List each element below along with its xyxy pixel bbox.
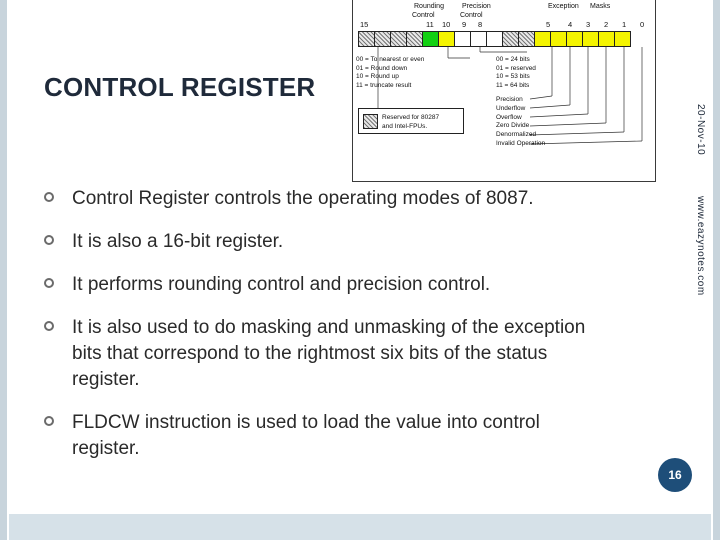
diagram-frame (352, 0, 656, 182)
bit-label-9: 9 (462, 20, 467, 29)
label-precision-control: Control (460, 12, 483, 19)
bullet-list: Control Register controls the operating … (30, 186, 600, 479)
bullet-marker-icon (44, 235, 54, 245)
list-item: It performs rounding control and precisi… (30, 272, 600, 298)
exception-names-list: Precision Underflow Overflow Zero Divide… (496, 96, 546, 147)
register-cell (614, 31, 631, 47)
bit-label-5: 5 (546, 20, 551, 29)
right-border-inner (711, 0, 713, 540)
list-item-text: It performs rounding control and precisi… (72, 274, 491, 295)
bullet-marker-icon (44, 192, 54, 202)
bit-label-8: 8 (478, 20, 483, 29)
rounding-control-legend: 00 = To nearest or even 01 = Round down … (356, 56, 425, 89)
bit-label-1: 1 (622, 20, 627, 29)
page-title: CONTROL REGISTER (44, 72, 316, 102)
bit-label-0: 0 (640, 20, 645, 29)
register-cell (406, 31, 423, 47)
bit-label-11: 11 (426, 20, 434, 29)
bit-label-10: 10 (442, 20, 451, 29)
bullet-marker-icon (44, 321, 54, 331)
list-item: It is also a 16-bit register. (30, 229, 600, 255)
list-item: Control Register controls the operating … (30, 186, 600, 212)
bottom-band-line (9, 512, 711, 514)
list-item-text: It is also a 16-bit register. (72, 231, 284, 252)
label-masks: Masks (590, 3, 611, 10)
register-bit-row (358, 31, 631, 47)
page-number-badge: 16 (658, 458, 692, 492)
bit-label-4: 4 (568, 20, 573, 29)
bit-label-3: 3 (586, 20, 591, 29)
left-border-inner (7, 0, 9, 540)
reserved-legend-box: Reserved for 80287 and Intel-FPUs. (358, 108, 464, 134)
label-rounding-control: Control (412, 12, 435, 19)
bit-label-15: 15 (360, 20, 369, 29)
left-border-band (0, 0, 7, 540)
slide-url: www.eazynotes.com (695, 196, 706, 296)
precision-control-legend: 00 = 24 bits 01 = reserved 10 = 53 bits … (496, 56, 536, 89)
list-item-text: It is also used to do masking and unmask… (72, 317, 586, 390)
right-border-band (713, 0, 720, 540)
hatch-swatch-icon (363, 114, 378, 129)
list-item: FLDCW instruction is used to load the va… (30, 410, 600, 462)
bullet-marker-icon (44, 278, 54, 288)
reserved-legend-text: Reserved for 80287 and Intel-FPUs. (382, 114, 440, 130)
list-item-text: Control Register controls the operating … (72, 188, 534, 209)
list-item: It is also used to do masking and unmask… (30, 315, 600, 393)
label-precision: Precision (462, 3, 491, 10)
control-register-diagram: Rounding Precision Control Control Excep… (352, 0, 656, 182)
bit-label-2: 2 (604, 20, 609, 29)
label-rounding: Rounding (414, 3, 444, 10)
bullet-marker-icon (44, 416, 54, 426)
list-item-text: FLDCW instruction is used to load the va… (72, 412, 540, 459)
diagram-leader-lines (377, 47, 643, 145)
slide-date: 20-Nov-10 (695, 104, 706, 156)
bottom-band (9, 514, 711, 540)
label-exception: Exception (548, 3, 579, 10)
register-cell (374, 31, 391, 47)
